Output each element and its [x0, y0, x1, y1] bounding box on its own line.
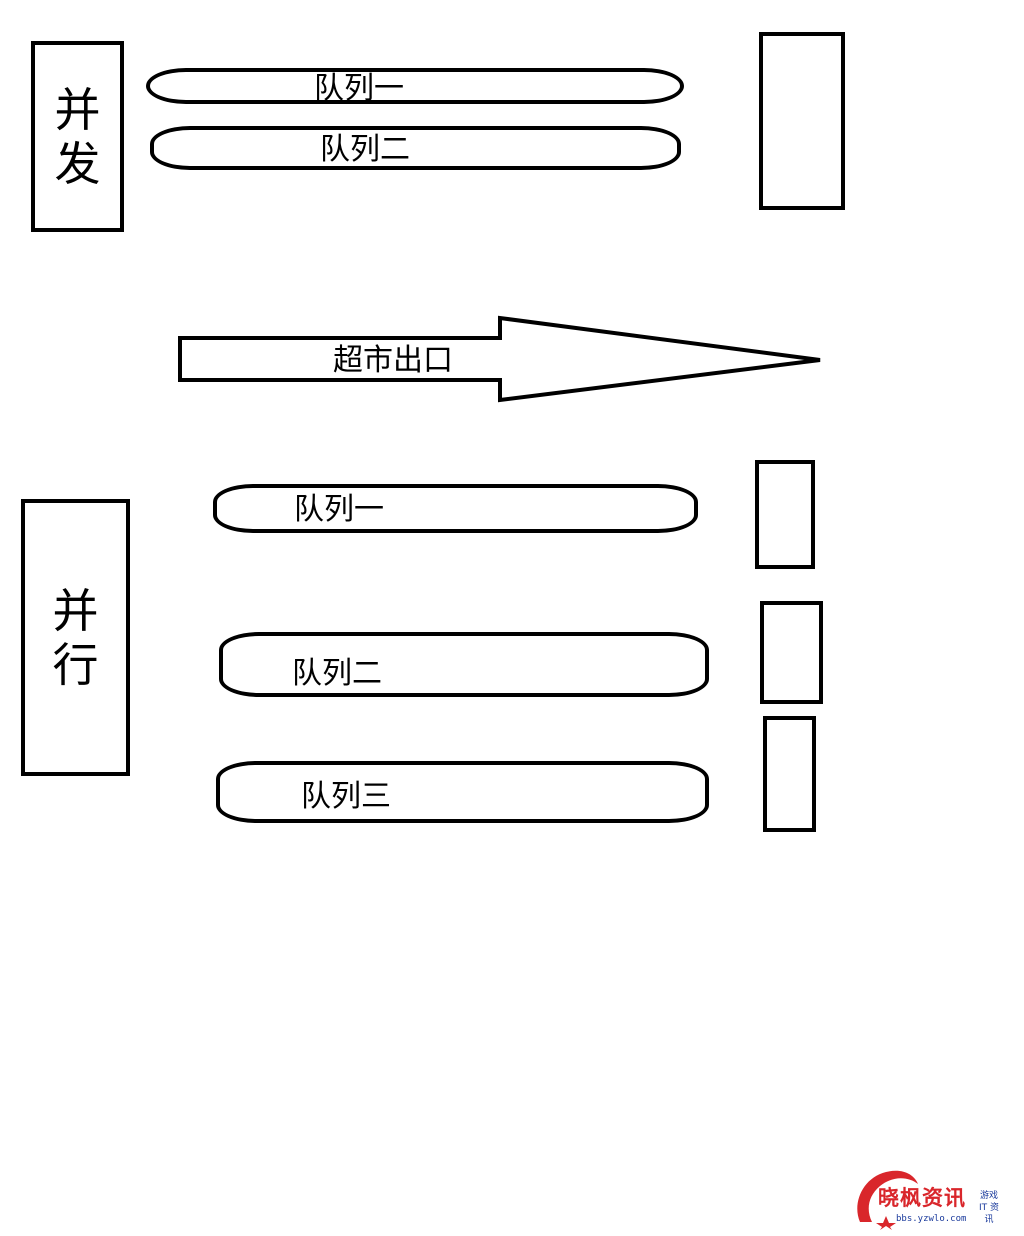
- parallel-label-box: 并行: [21, 499, 130, 776]
- exit-arrow: [178, 315, 821, 403]
- parallel-queue-3: [216, 761, 709, 823]
- concurrent-queue-1: [146, 68, 684, 104]
- concurrent-queue-2: [150, 126, 681, 170]
- watermark-title: 晓枫资讯: [878, 1186, 966, 1210]
- watermark-side-text: 游戏 IT 资讯: [978, 1191, 999, 1225]
- parallel-queue-3-label: 队列三: [301, 779, 391, 814]
- swoosh-icon: [857, 1170, 918, 1230]
- parallel-label: 并行: [52, 583, 99, 692]
- exit-arrow-label: 超市出口: [333, 343, 453, 378]
- parallel-service-counter-1: [755, 460, 815, 569]
- parallel-queue-2-label: 队列二: [292, 656, 382, 691]
- parallel-queue-1-label: 队列一: [294, 492, 384, 527]
- parallel-queue-2: [219, 632, 709, 697]
- concurrent-label: 并发: [54, 82, 101, 191]
- exit-arrow-shape: [178, 315, 821, 403]
- concurrent-queue-1-label: 队列一: [314, 71, 404, 106]
- parallel-queue-1: [213, 484, 698, 533]
- concurrent-queue-2-label: 队列二: [320, 132, 410, 167]
- concurrent-label-box: 并发: [31, 41, 124, 232]
- parallel-service-counter-2: [760, 601, 823, 704]
- star-icon: [876, 1216, 896, 1230]
- watermark-logo: 晓枫资讯 bbs.yzwlo.com 游戏 IT 资讯: [852, 1164, 1012, 1230]
- watermark-url: bbs.yzwlo.com: [896, 1214, 967, 1224]
- parallel-service-counter-3: [763, 716, 816, 832]
- concurrent-service-counter: [759, 32, 845, 210]
